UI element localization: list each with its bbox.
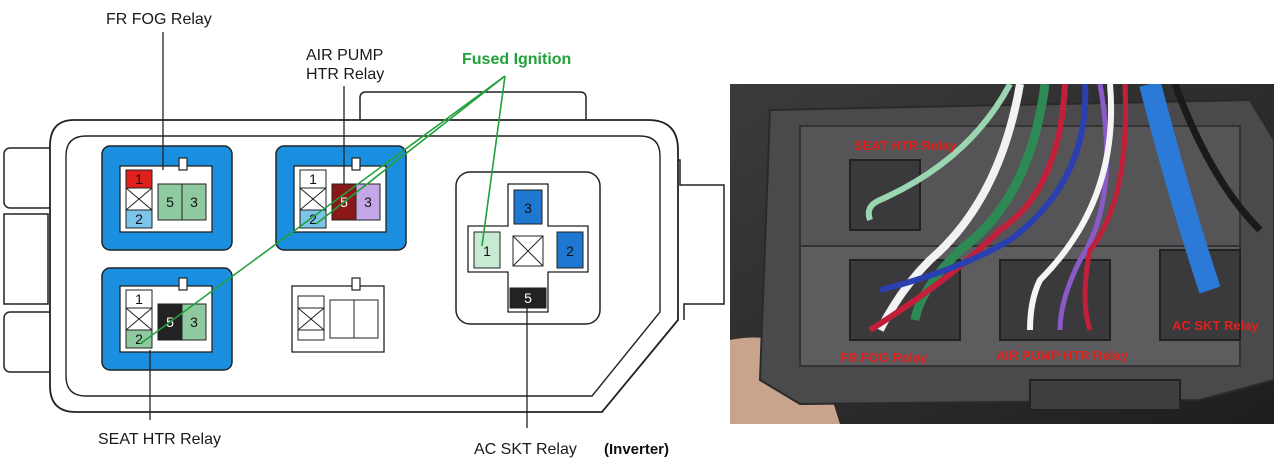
photo-bottom-tab (1029, 379, 1181, 411)
relay-seat-htr-key (178, 277, 188, 291)
relay-air-pump-pin-2 (299, 209, 327, 229)
relay-fr-fog-pin-2-label: 2 (135, 211, 143, 227)
relay-ac-skt-pin-2 (556, 231, 584, 269)
relay-air-pump-key (351, 157, 361, 171)
relay-fr-fog-pin-3 (181, 183, 207, 221)
relay-air-pump-pin-1-label: 1 (309, 171, 317, 187)
relay-ac-skt-pin-1 (473, 231, 501, 269)
fused-ignition-line-ac-skt (481, 75, 506, 247)
relay-ac-skt-x-line-b (512, 235, 544, 267)
relay-fr-fog-pin-2 (125, 209, 153, 229)
relay-fr-fog-pin-5-label: 5 (166, 194, 174, 210)
photo-label-ac-skt: AC SKT Relay (1172, 318, 1259, 333)
label-seat-htr-relay: SEAT HTR Relay (98, 431, 221, 448)
photo-label-air-pump: AIR PUMP HTR Relay (996, 348, 1129, 363)
relay-fr-fog-pin-1-label: 1 (135, 171, 143, 187)
relay-ac-skt-pin-5-label: 5 (524, 290, 532, 306)
label-ac-skt-relay: AC SKT Relay (474, 441, 577, 458)
relay-fr-fog-key (178, 157, 188, 171)
photo-socket-air-pump (999, 259, 1111, 341)
photo-wire-red (868, 84, 1068, 333)
box-side-tab-bottom (3, 311, 55, 373)
box-side-tab-top (3, 147, 55, 209)
fuse-box-photo: SEAT HTR Relay FR FOG Relay AIR PUMP HTR… (730, 84, 1274, 424)
label-air-pump-line1: AIR PUMP (306, 47, 383, 64)
relay-ac-skt: 3 1 2 5 (455, 171, 601, 325)
fused-ignition-line-air-pump (315, 75, 506, 225)
empty-socket-key (351, 277, 361, 291)
box-top-notch (359, 91, 587, 122)
box-inner-outline (65, 135, 661, 397)
photo-wire-red-2 (1082, 84, 1129, 331)
relay-air-pump-x-line-b (299, 187, 327, 211)
relay-air-pump-pin-2-label: 2 (309, 211, 317, 227)
relay-air-pump-htr: 1 2 5 3 (275, 145, 407, 251)
box-side-tab-middle (3, 213, 49, 305)
empty-socket-x-line-b (297, 307, 325, 331)
empty-socket-slot-5 (329, 299, 355, 339)
photo-wire-black (1171, 84, 1263, 233)
relay-air-pump-pin-3-label: 3 (364, 194, 372, 210)
label-air-pump-line2: HTR Relay (306, 66, 384, 83)
label-fr-fog-relay: FR FOG Relay (106, 11, 212, 28)
photo-wire-mint (865, 84, 1013, 222)
relay-socket-empty (291, 277, 385, 353)
label-fused-ignition: Fused Ignition (462, 51, 571, 68)
photo-socket-seat-htr (849, 159, 921, 231)
relay-seat-htr: 1 2 5 3 (101, 267, 233, 371)
relay-fr-fog-x-line-b (125, 187, 153, 211)
relay-seat-htr-x-line-b (125, 307, 153, 331)
relay-fr-fog: 1 2 5 3 (101, 145, 233, 251)
relay-seat-htr-pin-2 (125, 329, 153, 349)
photo-wire-white-2 (1027, 84, 1115, 331)
relay-ac-skt-pin-1-label: 1 (483, 243, 491, 259)
photo-wire-white (876, 84, 1024, 332)
photo-wire-purple (1057, 84, 1110, 331)
fuse-box-diagram: 1 2 5 3 1 2 5 3 (3, 11, 725, 458)
empty-socket-slot-3 (353, 299, 379, 339)
relay-fr-fog-pin-3-label: 3 (190, 194, 198, 210)
relay-fr-fog-pin-5 (157, 183, 183, 221)
relay-ac-skt-pin-3 (513, 189, 543, 225)
photo-wire-blue-thick (1139, 84, 1221, 294)
photo-wire-blue-1 (879, 84, 1089, 293)
relay-ac-skt-pin-2-label: 2 (566, 243, 574, 259)
relay-ac-skt-pin-3-label: 3 (524, 200, 532, 216)
photo-label-fr-fog: FR FOG Relay (840, 350, 928, 365)
relay-ac-skt-pin-5 (509, 287, 547, 309)
label-inverter: (Inverter) (604, 441, 669, 458)
relay-seat-htr-pin-3-label: 3 (190, 314, 198, 330)
relay-seat-htr-pin-2-label: 2 (135, 331, 143, 347)
relay-seat-htr-pin-1-label: 1 (135, 291, 143, 307)
empty-socket-left-cell (297, 295, 325, 341)
photo-label-seat-htr: SEAT HTR Relay (854, 138, 957, 153)
fused-ignition-line-seat-htr (139, 75, 506, 345)
